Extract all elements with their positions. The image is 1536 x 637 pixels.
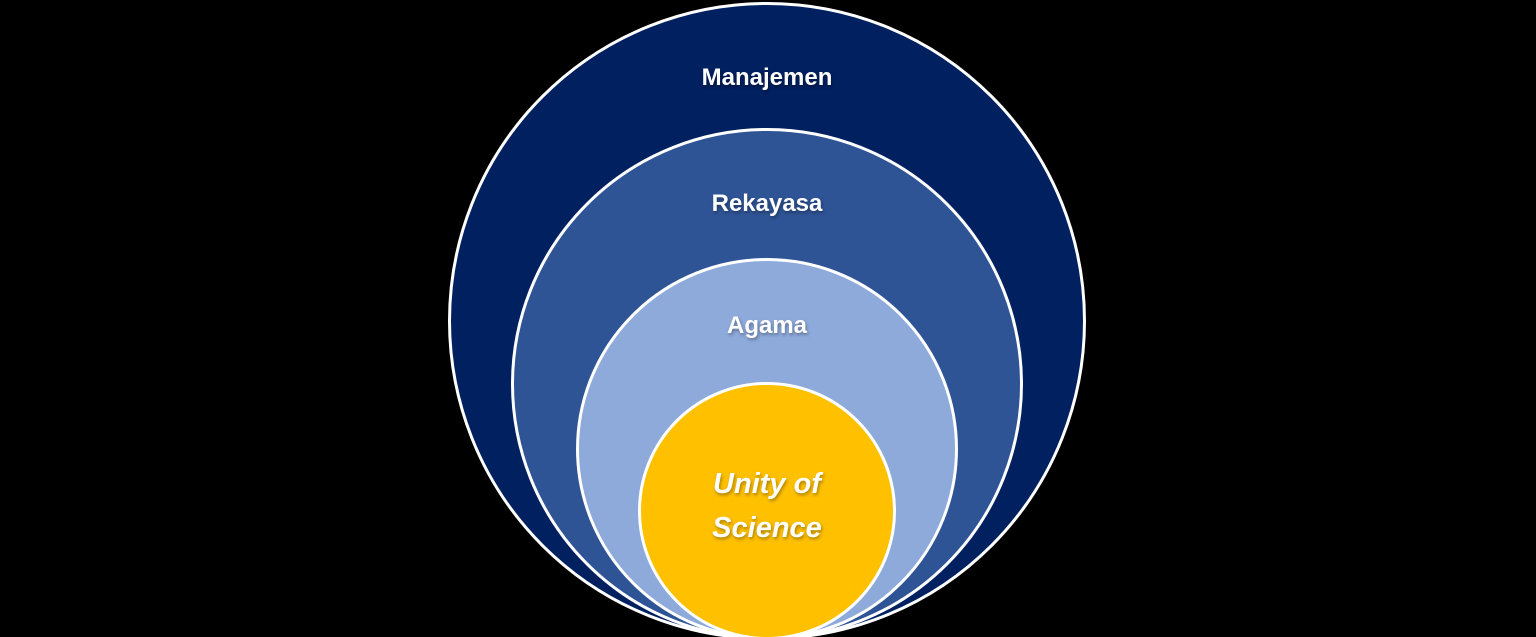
ring-label-rekayasa: Rekayasa xyxy=(711,190,823,217)
circle-unity-of-science xyxy=(638,382,896,637)
ring-label-agama: Agama xyxy=(726,312,808,339)
ring-label-manajemen: Manajemen xyxy=(701,64,833,91)
ring-label-unity-of-science: Unity of Science xyxy=(712,468,822,544)
